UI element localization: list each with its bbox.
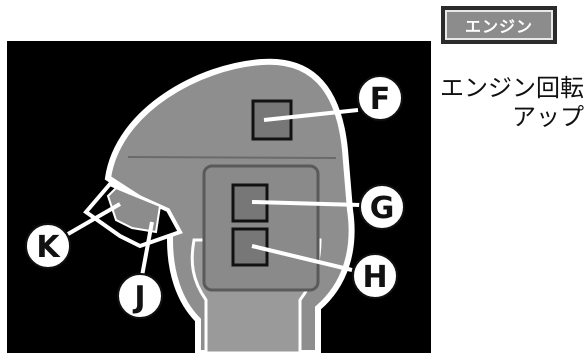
callout-f: F [357,75,403,121]
callout-h: H [352,253,398,299]
annotation-line-1: エンジン回転 [440,74,584,102]
callout-g-label: G [370,191,395,226]
engine-badge-label: エンジン [445,10,553,40]
callout-j-label: J [132,280,145,315]
leader-line-j [140,221,154,277]
leader-line-h [251,244,353,272]
callout-f-label: F [370,82,391,117]
engine-badge: エンジン [441,6,557,44]
leader-line-k [67,202,121,236]
callout-k-label: K [36,230,61,265]
callout-h-label: H [362,260,387,295]
grip-divider [127,156,337,159]
callout-g: G [359,184,405,230]
side-trigger-button [106,186,162,234]
callout-j: J [117,273,163,319]
leader-line-g [251,200,361,207]
annotation-line-2: アップ [512,103,584,131]
callout-k: K [25,223,71,269]
leader-line-f [263,108,359,122]
